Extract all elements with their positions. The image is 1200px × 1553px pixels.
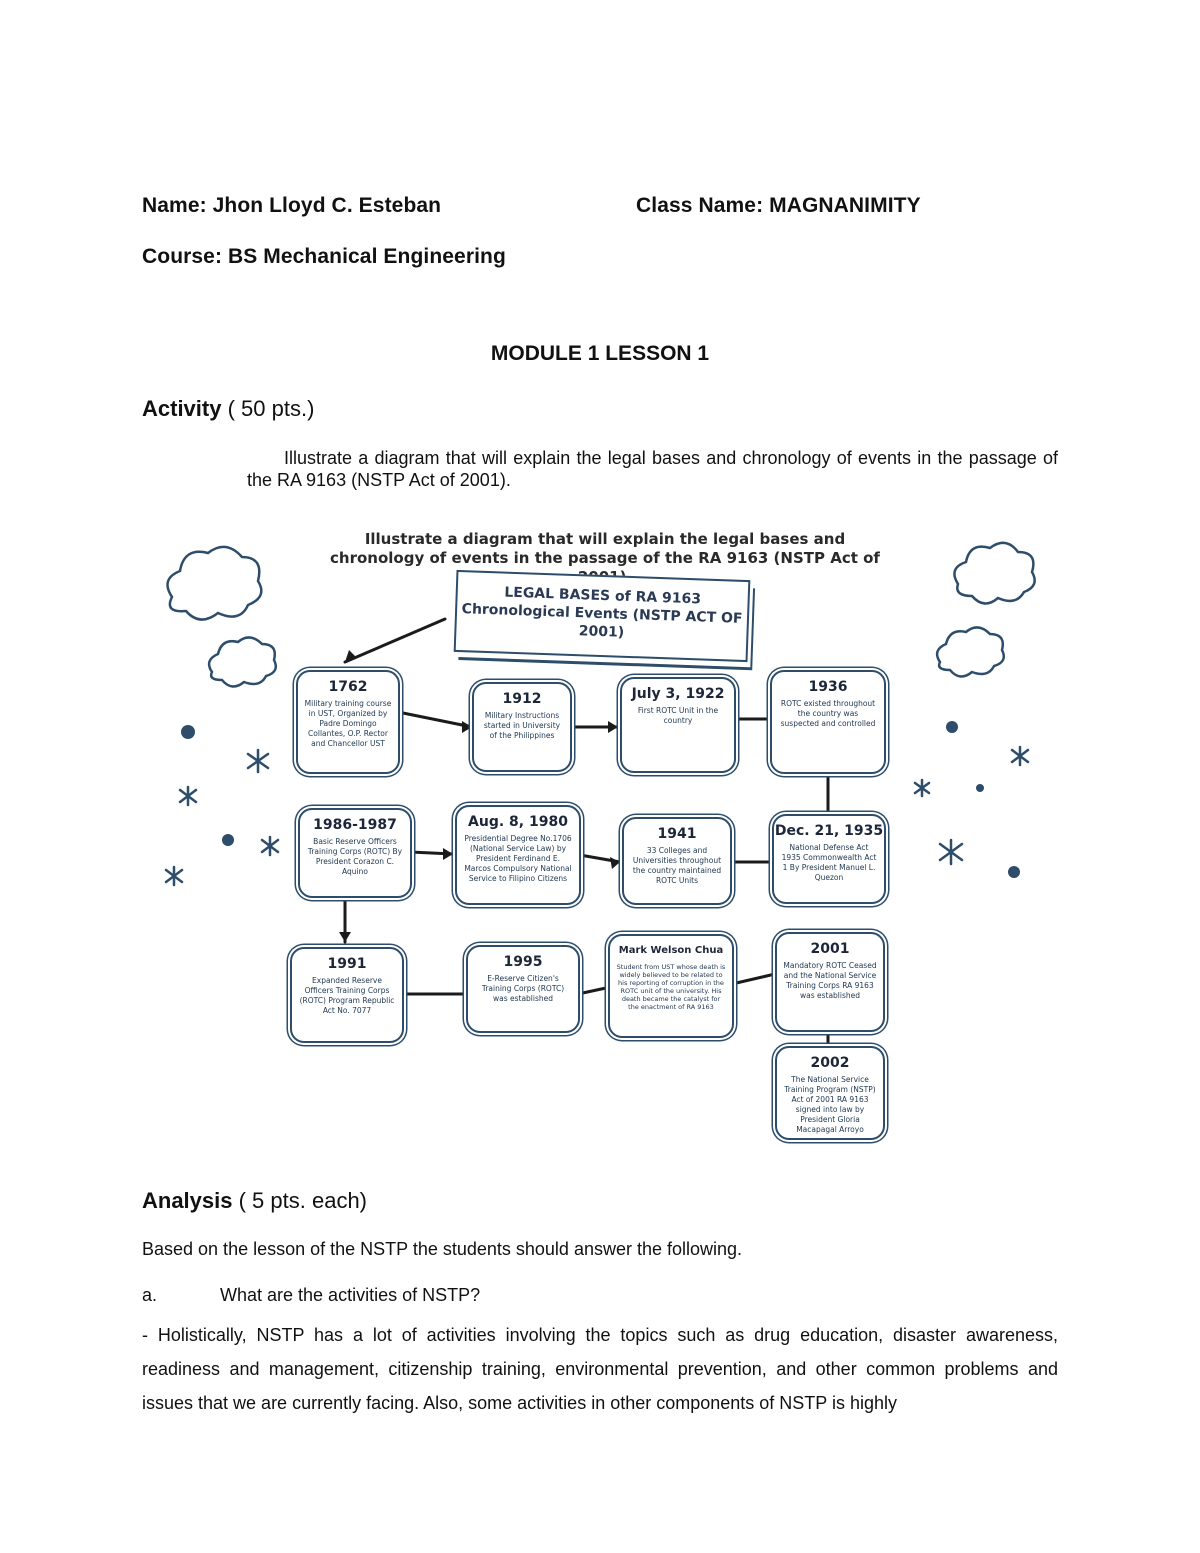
box-year: Mark Welson Chua xyxy=(618,945,724,956)
timeline-box-1980: Aug. 8, 1980 Presidential Degree No.1706… xyxy=(455,805,581,905)
box-year: Dec. 21, 1935 xyxy=(774,823,884,839)
dot-icon xyxy=(946,721,958,733)
activity-heading: Activity ( 50 pts.) xyxy=(142,396,314,422)
cloud-icon xyxy=(207,636,277,688)
question-a: a. What are the activities of NSTP? xyxy=(142,1284,480,1306)
activity-instruction: Illustrate a diagram that will explain t… xyxy=(247,448,1058,490)
timeline-box-1936: 1936 ROTC existed throughout the country… xyxy=(770,670,886,774)
legal-bases-diagram: Illustrate a diagram that will explain t… xyxy=(150,522,1050,1152)
diagram-decorations xyxy=(164,541,1036,1046)
timeline-box-2002: 2002 The National Service Training Progr… xyxy=(775,1046,885,1140)
box-text: First ROTC Unit in the country xyxy=(637,706,719,725)
box-year: July 3, 1922 xyxy=(631,686,725,702)
cloud-icon xyxy=(935,626,1005,678)
activity-label: Activity xyxy=(142,396,222,421)
box-text: National Defense Act 1935 Commonwealth A… xyxy=(781,843,877,882)
box-text: Military training course in UST, Organiz… xyxy=(304,699,392,748)
star-icon xyxy=(178,785,198,807)
star-icon xyxy=(938,838,964,866)
timeline-box-1995: 1995 E-Reserve Citizen's Training Corps … xyxy=(466,945,580,1033)
cloud-icon xyxy=(953,541,1036,605)
timeline-box-1986-1987: 1986-1987 Basic Reserve Officers Trainin… xyxy=(298,808,412,898)
box-text: Military Instructions started in Univers… xyxy=(483,711,561,740)
star-icon xyxy=(260,835,280,857)
question-text: What are the activities of NSTP? xyxy=(220,1285,481,1305)
class-name: Class Name: MAGNANIMITY xyxy=(636,194,921,217)
box-year: 1941 xyxy=(657,826,697,842)
box-text: 33 Colleges and Universities throughout … xyxy=(632,846,722,885)
dot-icon xyxy=(181,725,195,739)
dot-icon xyxy=(1008,866,1020,878)
module-title: MODULE 1 LESSON 1 xyxy=(490,342,710,365)
answer-a: - Holistically, NSTP has a lot of activi… xyxy=(142,1325,1058,1413)
box-year: 1995 xyxy=(503,954,543,970)
analysis-label: Analysis xyxy=(142,1188,233,1213)
box-text: Expanded Reserve Officers Training Corps… xyxy=(299,976,395,1015)
box-year: 1936 xyxy=(808,679,848,695)
analysis-points: ( 5 pts. each) xyxy=(232,1188,368,1213)
box-text: Basic Reserve Officers Training Corps (R… xyxy=(307,837,403,876)
star-icon xyxy=(913,778,931,798)
dot-icon xyxy=(976,784,984,792)
cloud-icon xyxy=(166,545,263,621)
timeline-box-1922: July 3, 1922 First ROTC Unit in the coun… xyxy=(620,677,736,773)
box-year: 1912 xyxy=(502,691,542,707)
diagram-banner: LEGAL BASES of RA 9163 Chronological Eve… xyxy=(453,569,751,663)
star-icon xyxy=(164,865,184,887)
box-year: 1986-1987 xyxy=(313,817,397,833)
box-text: E-Reserve Citizen's Training Corps (ROTC… xyxy=(481,974,565,1003)
timeline-box-1935: Dec. 21, 1935 National Defense Act 1935 … xyxy=(772,814,886,904)
timeline-box-1991: 1991 Expanded Reserve Officers Training … xyxy=(290,947,404,1043)
star-icon xyxy=(1010,745,1030,767)
dot-icon xyxy=(222,834,234,846)
timeline-box-1912: 1912 Military Instructions started in Un… xyxy=(472,682,572,772)
banner-text: LEGAL BASES of RA 9163 Chronological Eve… xyxy=(461,584,743,641)
student-name: Name: Jhon Lloyd C. Esteban xyxy=(142,194,442,217)
star-icon xyxy=(246,748,270,774)
analysis-heading: Analysis ( 5 pts. each) xyxy=(142,1188,367,1214)
box-text: ROTC existed throughout the country was … xyxy=(780,699,876,728)
box-year: Aug. 8, 1980 xyxy=(468,814,568,830)
timeline-box-chua: Mark Welson Chua Student from UST whose … xyxy=(608,934,734,1038)
course: Course: BS Mechanical Engineering xyxy=(142,245,506,268)
analysis-intro: Based on the lesson of the NSTP the stud… xyxy=(142,1239,743,1259)
box-year: 2001 xyxy=(810,941,850,957)
box-text: Mandatory ROTC Ceased and the National S… xyxy=(783,961,877,1000)
timeline-box-1762: 1762 Military training course in UST, Or… xyxy=(296,670,400,774)
box-text: Student from UST whose death is widely b… xyxy=(616,963,726,1011)
box-year: 2002 xyxy=(810,1055,850,1071)
activity-points: ( 50 pts.) xyxy=(221,396,315,421)
question-letter: a. xyxy=(142,1285,158,1305)
box-year: 1762 xyxy=(328,679,368,695)
box-year: 1991 xyxy=(327,956,367,972)
timeline-box-2001: 2001 Mandatory ROTC Ceased and the Natio… xyxy=(775,932,885,1032)
box-text: Presidential Degree No.1706 (National Se… xyxy=(464,834,572,883)
timeline-box-1941: 1941 33 Colleges and Universities throug… xyxy=(622,817,732,905)
box-text: The National Service Training Program (N… xyxy=(784,1075,876,1134)
